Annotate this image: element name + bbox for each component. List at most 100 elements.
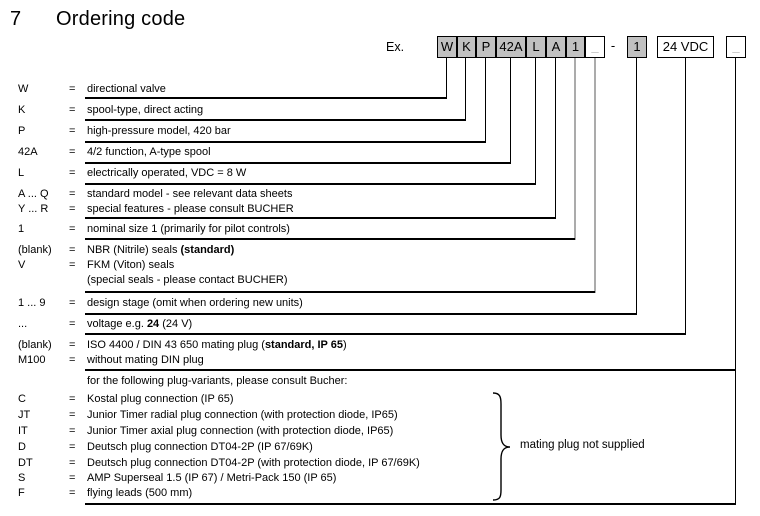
row-code: F <box>18 487 25 499</box>
code-box-6: A <box>546 36 566 58</box>
connector-vline <box>535 58 536 185</box>
row-code: C <box>18 393 26 405</box>
row-description: flying leads (500 mm) <box>87 487 193 499</box>
connector-vline <box>446 58 447 99</box>
code-box-3: P <box>476 36 496 58</box>
row-code: IT <box>18 425 28 437</box>
row-equals: = <box>69 441 76 453</box>
row-description: electrically operated, VDC = 8 W <box>87 167 247 179</box>
row-code: A ... Q <box>18 188 49 200</box>
section-title: 7 Ordering code <box>10 8 185 31</box>
row-equals: = <box>69 244 76 256</box>
connector-vline <box>735 58 736 505</box>
row-description: Junior Timer radial plug connection (wit… <box>87 409 398 421</box>
connector-vline <box>485 58 486 143</box>
row-code: K <box>18 104 26 116</box>
row-description: without mating DIN plug <box>87 354 204 366</box>
row-equals: = <box>69 223 76 235</box>
row-code: V <box>18 259 26 271</box>
row-equals: = <box>69 425 76 437</box>
connector-vline <box>685 58 686 335</box>
row-code: (blank) <box>18 339 52 351</box>
row-underline <box>85 217 556 219</box>
connector-vline <box>636 58 637 315</box>
row-description: 4/2 function, A-type spool <box>87 146 211 158</box>
row-underline <box>85 97 447 99</box>
row-equals: = <box>69 188 76 200</box>
connector-vline <box>465 58 466 121</box>
row-code: JT <box>18 409 31 421</box>
section-title-text: Ordering code <box>56 8 186 30</box>
row-code: 1 <box>18 223 25 235</box>
row-equals: = <box>69 457 76 469</box>
row-description: Deutsch plug connection DT04-2P (with pr… <box>87 457 420 469</box>
row-description: spool-type, direct acting <box>87 104 204 116</box>
row-code: S <box>18 472 26 484</box>
row-description: ISO 4400 / DIN 43 650 mating plug (stand… <box>87 339 347 351</box>
code-box-10: 1 <box>627 36 647 58</box>
row-code: W <box>18 83 29 95</box>
connector-vline <box>510 58 511 164</box>
row-code: 42A <box>18 146 38 158</box>
row-code: M100 <box>18 354 46 366</box>
row-description: Deutsch plug connection DT04-2P (IP 67/6… <box>87 441 313 453</box>
row-equals: = <box>69 318 76 330</box>
code-box-8: _ <box>585 36 605 58</box>
row-equals: = <box>69 339 76 351</box>
row-description: Kostal plug connection (IP 65) <box>87 393 234 405</box>
row-equals: = <box>69 83 76 95</box>
row-underline <box>85 313 637 315</box>
row-underline <box>85 238 575 240</box>
code-box-7: 1 <box>566 36 585 58</box>
row-code: ... <box>18 318 28 330</box>
code-box-2: K <box>457 36 476 58</box>
code-box-1: W <box>437 36 457 58</box>
row-code: Y ... R <box>18 203 49 215</box>
row-underline <box>85 333 686 335</box>
row-description: (special seals - please contact BUCHER) <box>87 274 288 286</box>
row-code: D <box>18 441 26 453</box>
example-label: Ex. <box>386 40 405 54</box>
row-underline <box>85 291 595 293</box>
code-box-5: L <box>526 36 546 58</box>
row-code: 1 ... 9 <box>18 297 46 309</box>
row-description: NBR (Nitrile) seals (standard) <box>87 244 235 256</box>
row-equals: = <box>69 409 76 421</box>
row-description: FKM (Viton) seals <box>87 259 175 271</box>
row-description: for the following plug-variants, please … <box>87 375 348 387</box>
row-equals: = <box>69 487 76 499</box>
row-description: voltage e.g. 24 (24 V) <box>87 318 193 330</box>
row-underline <box>85 119 466 121</box>
code-separator-dash: - <box>610 38 616 53</box>
row-underline <box>85 183 536 185</box>
grouping-brace <box>492 392 511 501</box>
row-description: high-pressure model, 420 bar <box>87 125 231 137</box>
row-equals: = <box>69 104 76 116</box>
row-code: P <box>18 125 26 137</box>
row-underline <box>85 162 511 164</box>
row-underline <box>85 369 736 371</box>
row-underline <box>85 503 736 505</box>
code-box-4: 42A <box>496 36 526 58</box>
row-code: (blank) <box>18 244 52 256</box>
row-equals: = <box>69 472 76 484</box>
row-description: standard model - see relevant data sheet… <box>87 188 293 200</box>
row-code: DT <box>18 457 33 469</box>
brace-note: mating plug not supplied <box>520 439 645 451</box>
row-equals: = <box>69 297 76 309</box>
row-description: directional valve <box>87 83 166 95</box>
row-equals: = <box>69 393 76 405</box>
code-box-12: _ <box>726 36 746 58</box>
row-description: nominal size 1 (primarily for pilot cont… <box>87 223 290 235</box>
row-equals: = <box>69 203 76 215</box>
section-number: 7 <box>10 8 22 30</box>
row-code: L <box>18 167 25 179</box>
connector-vline-gray <box>574 58 576 240</box>
row-underline <box>85 141 486 143</box>
row-description: AMP Superseal 1.5 (IP 67) / Metri-Pack 1… <box>87 472 337 484</box>
row-equals: = <box>69 167 76 179</box>
row-description: design stage (omit when ordering new uni… <box>87 297 303 309</box>
row-description: Junior Timer axial plug connection (with… <box>87 425 394 437</box>
row-equals: = <box>69 354 76 366</box>
